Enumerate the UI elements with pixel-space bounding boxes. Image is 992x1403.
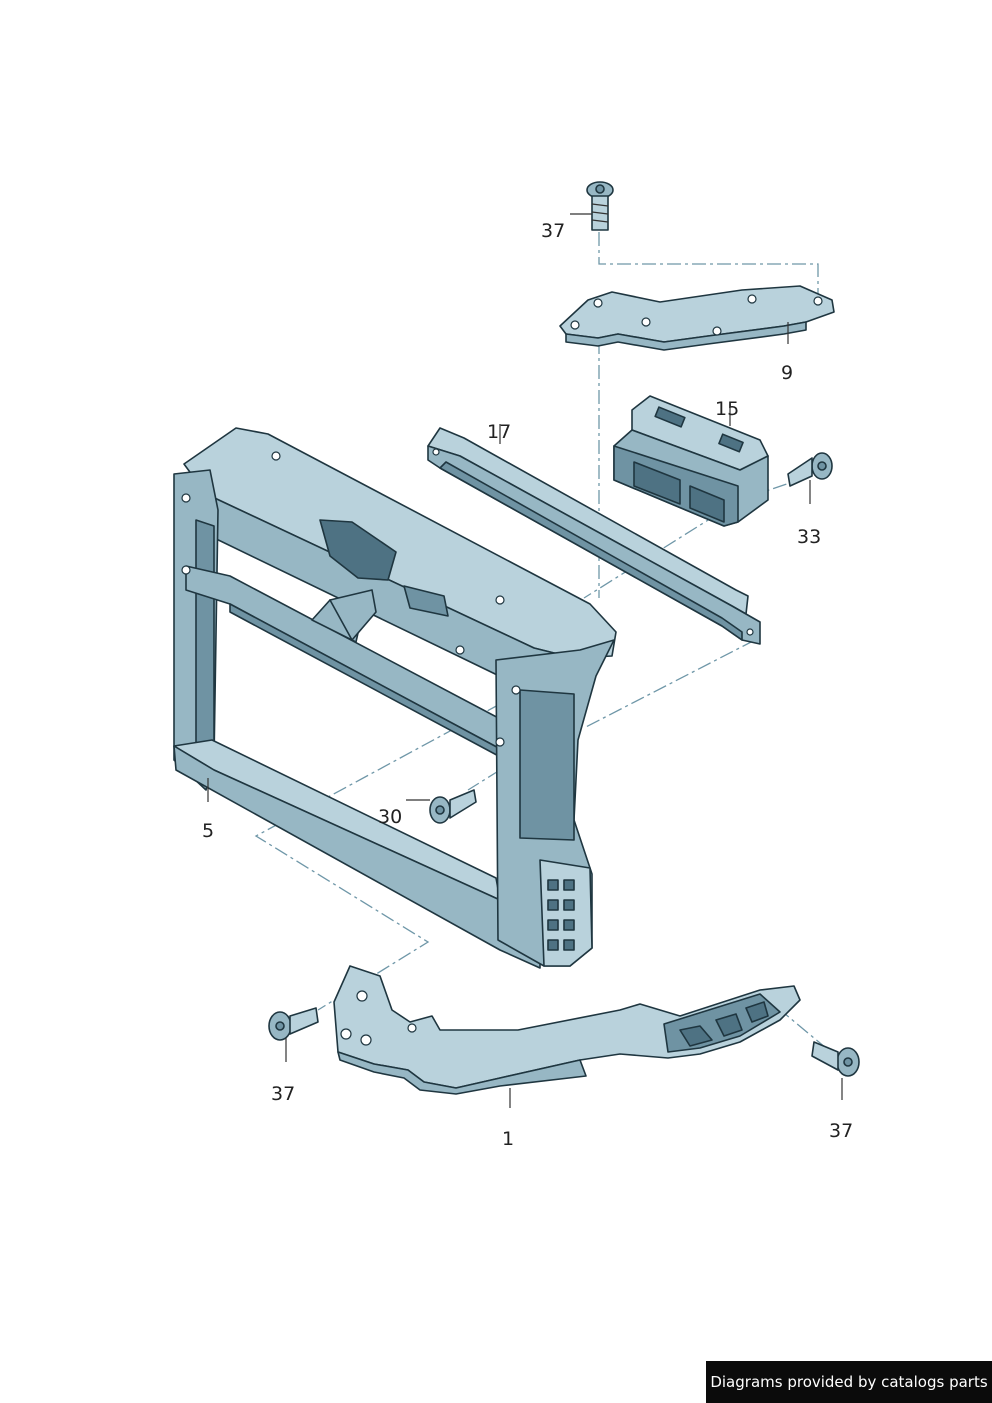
credit-badge: Diagrams provided by catalogs parts bbox=[706, 1361, 992, 1403]
credit-text: Diagrams provided by catalogs parts bbox=[710, 1373, 988, 1391]
upper-bracket-part-9[interactable] bbox=[559, 285, 835, 351]
callout-5: 5 bbox=[202, 820, 214, 842]
callout-30: 30 bbox=[378, 806, 402, 828]
front-end-carrier-part-5[interactable] bbox=[173, 427, 617, 969]
callout-37-top: 37 bbox=[541, 220, 565, 242]
screw-33[interactable] bbox=[787, 452, 833, 487]
callout-labels: 37 9 15 17 33 5 30 37 1 37 bbox=[202, 220, 853, 1150]
lower-bracket-part-1[interactable] bbox=[333, 965, 801, 1095]
air-duct-part-15[interactable] bbox=[613, 395, 769, 527]
callout-17: 17 bbox=[487, 421, 511, 443]
screw-30[interactable] bbox=[429, 789, 477, 824]
leader-lines bbox=[207, 213, 843, 1108]
lock-carrier-bar-part-17[interactable] bbox=[427, 427, 761, 645]
callout-33: 33 bbox=[797, 526, 821, 548]
callout-9: 9 bbox=[781, 362, 793, 384]
callout-37-right: 37 bbox=[829, 1120, 853, 1142]
grid-holes bbox=[547, 879, 575, 951]
callout-15: 15 bbox=[715, 398, 739, 420]
callout-37-left: 37 bbox=[271, 1083, 295, 1105]
callout-1: 1 bbox=[502, 1128, 514, 1150]
screw-37-top[interactable] bbox=[586, 181, 614, 231]
screw-37-left[interactable] bbox=[268, 1007, 319, 1041]
screw-37-right[interactable] bbox=[811, 1041, 860, 1077]
